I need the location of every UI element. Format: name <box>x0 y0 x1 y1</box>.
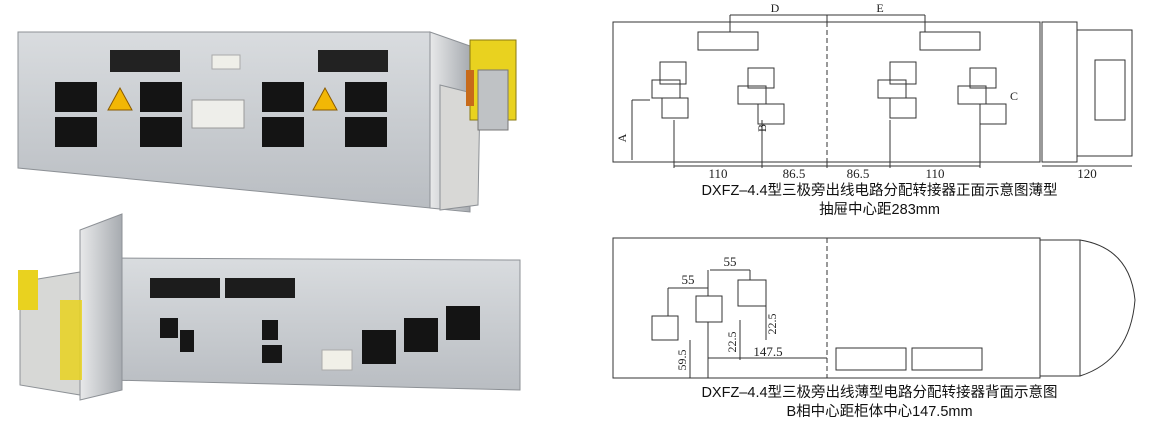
back-unit-photo <box>18 213 521 401</box>
front-diagram: D E A B C 110 86.5 86.5 110 120 <box>612 1 1133 180</box>
warning-icon <box>312 86 338 111</box>
socket <box>345 82 387 112</box>
connector-left <box>835 347 907 371</box>
front-caption-line1: DXFZ–4.4型三极旁出线电路分配转接器正面示意图薄型 <box>701 183 1058 199</box>
dim-22-5-left: 22.5 <box>725 332 739 353</box>
technical-diagrams: D E A B C 110 86.5 86.5 110 120 DXFZ–4.4… <box>590 0 1169 430</box>
socket <box>661 97 689 119</box>
socket <box>979 103 1007 125</box>
socket <box>957 85 987 105</box>
front-caption-line2: 抽屉中心距283mm <box>819 202 940 218</box>
label-e: E <box>876 1 883 15</box>
dim-110-right: 110 <box>925 166 944 180</box>
socket <box>737 85 767 105</box>
terminal-block-grey <box>477 69 509 131</box>
warning-icon <box>107 86 133 111</box>
terminal-block <box>1094 59 1126 121</box>
socket <box>140 117 182 147</box>
socket <box>345 117 387 147</box>
outlet-terminal <box>362 330 396 364</box>
nameplate <box>191 99 245 129</box>
outlet-terminal <box>446 306 480 340</box>
back-caption-line1: DXFZ–4.4型三极旁出线薄型电路分配转接器背面示意图 <box>701 385 1058 401</box>
socket <box>140 82 182 112</box>
connector-left <box>110 50 180 72</box>
back-diagram: 55 55 22.5 22.5 59.5 147.5 <box>612 237 1136 379</box>
nameplate <box>321 349 353 371</box>
socket <box>180 330 194 352</box>
socket <box>889 61 917 85</box>
connector-right <box>225 278 295 298</box>
photos-svg <box>17 31 521 401</box>
socket <box>160 318 178 338</box>
small-label <box>211 54 241 70</box>
terminal-block-orange <box>466 70 474 106</box>
dim-147-5-label: 147.5 <box>753 344 782 359</box>
side-module <box>1041 21 1078 163</box>
dim-86-5-right: 86.5 <box>847 166 870 180</box>
socket <box>659 61 687 85</box>
dim-86-5-left: 86.5 <box>783 166 806 180</box>
socket <box>262 345 282 363</box>
socket <box>757 103 785 125</box>
socket <box>651 79 681 99</box>
socket <box>737 279 767 307</box>
connector-right <box>911 347 983 371</box>
dim-55-upper-label: 55 <box>724 254 737 269</box>
outlet-terminal <box>404 318 438 352</box>
connector-left <box>150 278 220 298</box>
back-side-panel <box>79 213 123 401</box>
connector-right <box>318 50 388 72</box>
dim-55-lower-label: 55 <box>682 272 695 287</box>
socket <box>747 67 775 89</box>
product-photos <box>0 0 560 430</box>
dim-59-5-label: 59.5 <box>675 350 689 371</box>
label-b: B <box>755 124 769 132</box>
socket <box>889 97 917 119</box>
side-module <box>1039 239 1081 377</box>
label-d: D <box>771 1 780 15</box>
socket <box>262 320 278 340</box>
back-caption-line2: B相中心距柜体中心147.5mm <box>786 404 973 420</box>
label-c: C <box>1010 89 1018 103</box>
front-unit-photo <box>17 31 517 213</box>
socket <box>877 79 907 99</box>
socket <box>262 117 304 147</box>
dim-110-left: 110 <box>708 166 727 180</box>
socket <box>695 295 723 323</box>
side-terminal <box>1076 29 1133 157</box>
socket <box>969 67 997 89</box>
label-a: A <box>615 133 629 142</box>
socket <box>262 82 304 112</box>
connector-right <box>919 31 981 51</box>
socket <box>651 315 679 341</box>
terminal-block-yellow <box>60 300 82 380</box>
dim-120: 120 <box>1077 166 1097 180</box>
socket <box>55 117 97 147</box>
terminal-block-yellow <box>18 270 38 310</box>
side-curve <box>1079 239 1136 377</box>
dim-22-5-right: 22.5 <box>765 314 779 335</box>
socket <box>55 82 97 112</box>
connector-left <box>697 31 759 51</box>
